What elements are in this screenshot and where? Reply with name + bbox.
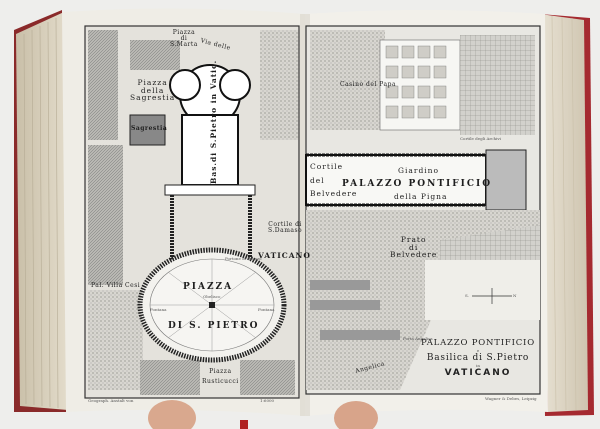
title-line-1: PALAZZO PONTIFICIO [421,338,535,348]
publisher-credit: Wagner & Debes, Leipzig [485,396,537,401]
label-di-s-pietro: DI S. PIETRO [168,321,260,331]
label-fontana-right: Fontana [258,307,275,312]
compass-rose [472,288,512,304]
title-line-3: VATICANO [444,368,512,378]
map-title-block: PALAZZO PONTIFICIO e Basilica di S.Pietr… [418,338,538,378]
label-prato-belvedere: Prato di Belvedere [390,235,438,259]
page-edges-left [16,12,68,410]
engraver-credit: Geograph. Anstalt von [88,398,134,403]
label-cortile-damaso: Cortile di S.Damaso [268,221,303,234]
label-della-pigna: della Pigna [394,192,448,201]
label-piazza: PIAZZA [183,282,234,292]
label-giardino: Giardino [398,166,439,175]
label-palazzo-pontificio: PALAZZO PONTIFICIO [342,179,493,189]
label-pal-villa-cesi: Pal. Villa Cesi [91,282,141,289]
thumb-left [148,400,196,429]
label-fontana-left: Fontana [150,307,167,312]
label-porta-angelica: Porta Angelica [403,336,433,341]
map-scale: 1:6000 [260,398,275,403]
label-obelisco: Obelisco [203,294,221,299]
title-in: in [476,363,480,368]
thumb-right [334,401,378,429]
label-sagrestia: Sagrestia [131,125,168,132]
obelisk [209,302,215,308]
belvedere-wing [305,154,487,206]
basilica-plan [169,64,251,186]
compass-north: N [513,293,517,298]
title-conj: e [476,348,480,353]
label-piazza-s-marta: Piazza di S.Marta [170,29,198,48]
label-vaticano-small: VATICANO [258,251,311,260]
label-cortile-belvedere: Cortile del Belvedere [310,162,358,198]
label-portone-bronzo: Portone di Bronzo [225,256,262,261]
label-casino-papa: Casino del Papa [340,81,397,88]
label-cortile-archivi: Cortile degli Archivi [460,136,501,141]
title-line-2: Basilica di S.Pietro [426,353,530,363]
compass-south: S. [465,293,469,298]
label-piazza-sagrestia: Piazza della Sagrestia [130,78,176,102]
label-piazza-rusticucci: Piazza Rusticucci [202,368,239,385]
